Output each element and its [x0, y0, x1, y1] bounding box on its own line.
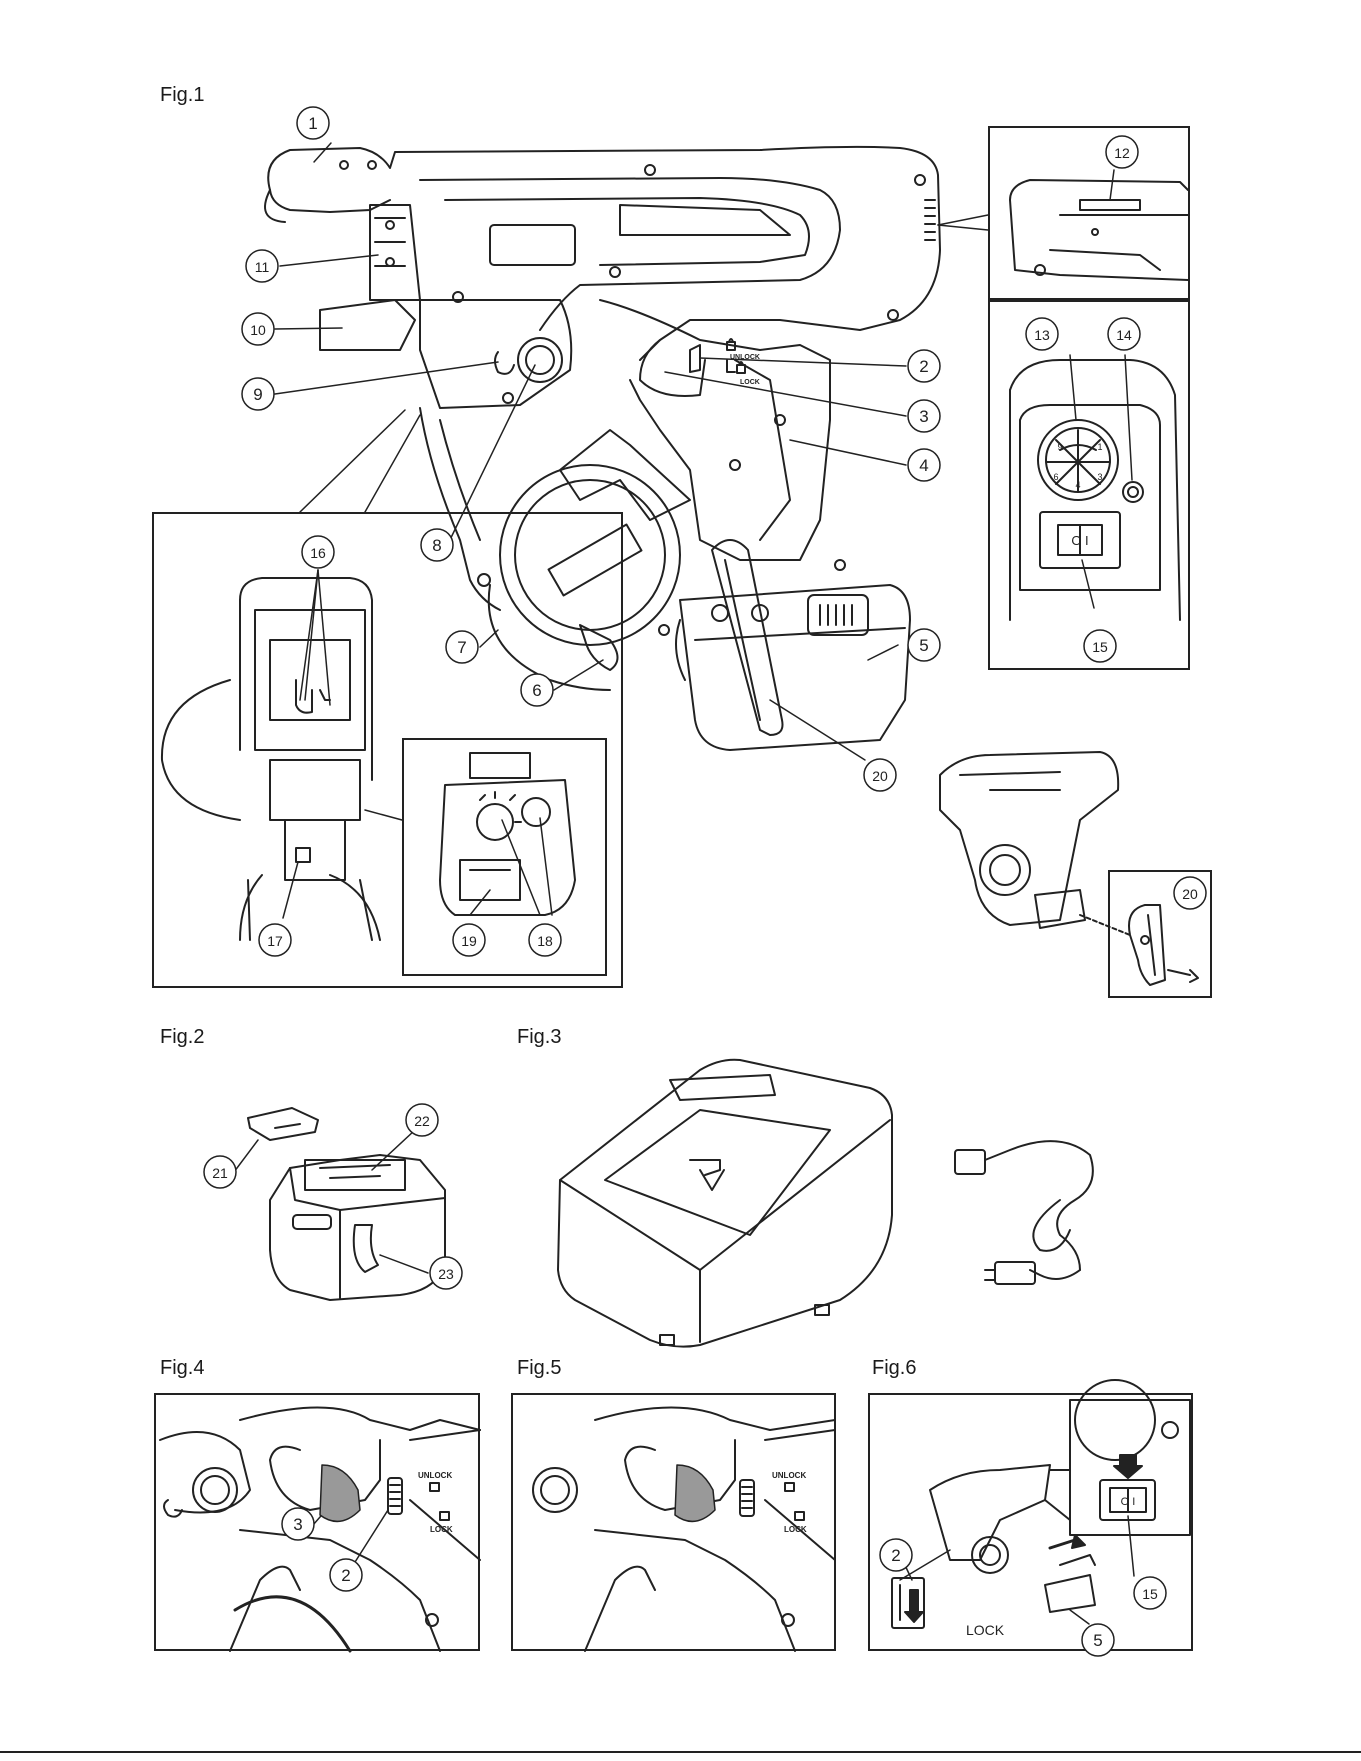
- switch-label-inset: O I: [1071, 533, 1088, 548]
- lock-label-fig5: LOCK: [784, 1525, 807, 1534]
- callout-10: 10: [250, 322, 266, 338]
- lock-label-fig6: LOCK: [966, 1622, 1005, 1638]
- callout-7: 7: [457, 638, 466, 657]
- callout-2-fig6: 2: [891, 1546, 900, 1565]
- lock-label-fig1: LOCK: [740, 379, 760, 386]
- dial-number-9: 9: [1057, 442, 1062, 452]
- callout-15-fig6: 15: [1142, 1586, 1158, 1602]
- callout-5: 5: [919, 636, 928, 655]
- rear-control-inset-drawing: [1010, 355, 1180, 620]
- callout-23: 23: [438, 1266, 454, 1282]
- callout-12: 12: [1114, 145, 1130, 161]
- fig3-charger-drawing: [558, 1060, 892, 1347]
- small-tool-view-drawing: [940, 752, 1130, 935]
- callout-22: 22: [414, 1113, 430, 1129]
- callout-16: 16: [310, 545, 326, 561]
- nose-detail-inset-drawing: [162, 570, 380, 940]
- callout-1: 1: [308, 114, 317, 133]
- callout-15: 15: [1092, 639, 1108, 655]
- unlock-label-fig1: UNLOCK: [730, 354, 760, 361]
- fig3-power-cord-drawing: [955, 1141, 1093, 1284]
- callout-21: 21: [212, 1165, 228, 1181]
- top-view-inset-drawing: [1010, 170, 1188, 280]
- callout-13: 13: [1034, 327, 1050, 343]
- callout-4: 4: [919, 456, 928, 475]
- fig2-battery-drawing: [228, 1108, 445, 1300]
- dial-number-6: 6: [1053, 472, 1058, 482]
- callout-19: 19: [461, 933, 477, 949]
- dial-number-4: 4: [1075, 480, 1080, 490]
- callout-3-fig4: 3: [293, 1515, 302, 1534]
- callout-8: 8: [432, 536, 441, 555]
- callout-18: 18: [537, 933, 553, 949]
- callout-20: 20: [872, 768, 888, 784]
- callout-5-fig6: 5: [1093, 1631, 1102, 1650]
- dial-number-3: 3: [1097, 472, 1102, 482]
- callout-14: 14: [1116, 327, 1132, 343]
- page-bottom-rule: [0, 1751, 1361, 1753]
- unlock-label-fig5: UNLOCK: [772, 1471, 806, 1480]
- dial-number-1: 1: [1097, 442, 1102, 452]
- callout-11: 11: [255, 259, 270, 275]
- callout-17: 17: [267, 933, 283, 949]
- callout-2: 2: [919, 357, 928, 376]
- hook-inset-drawing: [1129, 905, 1198, 985]
- callout-20b: 20: [1182, 886, 1198, 902]
- callout-2-fig4: 2: [341, 1566, 350, 1585]
- switch-label-fig6: O I: [1121, 1496, 1136, 1508]
- unlock-label-fig4: UNLOCK: [418, 1471, 452, 1480]
- callout-6: 6: [532, 681, 541, 700]
- callout-3: 3: [919, 407, 928, 426]
- lock-label-fig4: LOCK: [430, 1525, 453, 1534]
- gear-detail-inset-drawing: [440, 753, 575, 915]
- callout-9: 9: [253, 385, 262, 404]
